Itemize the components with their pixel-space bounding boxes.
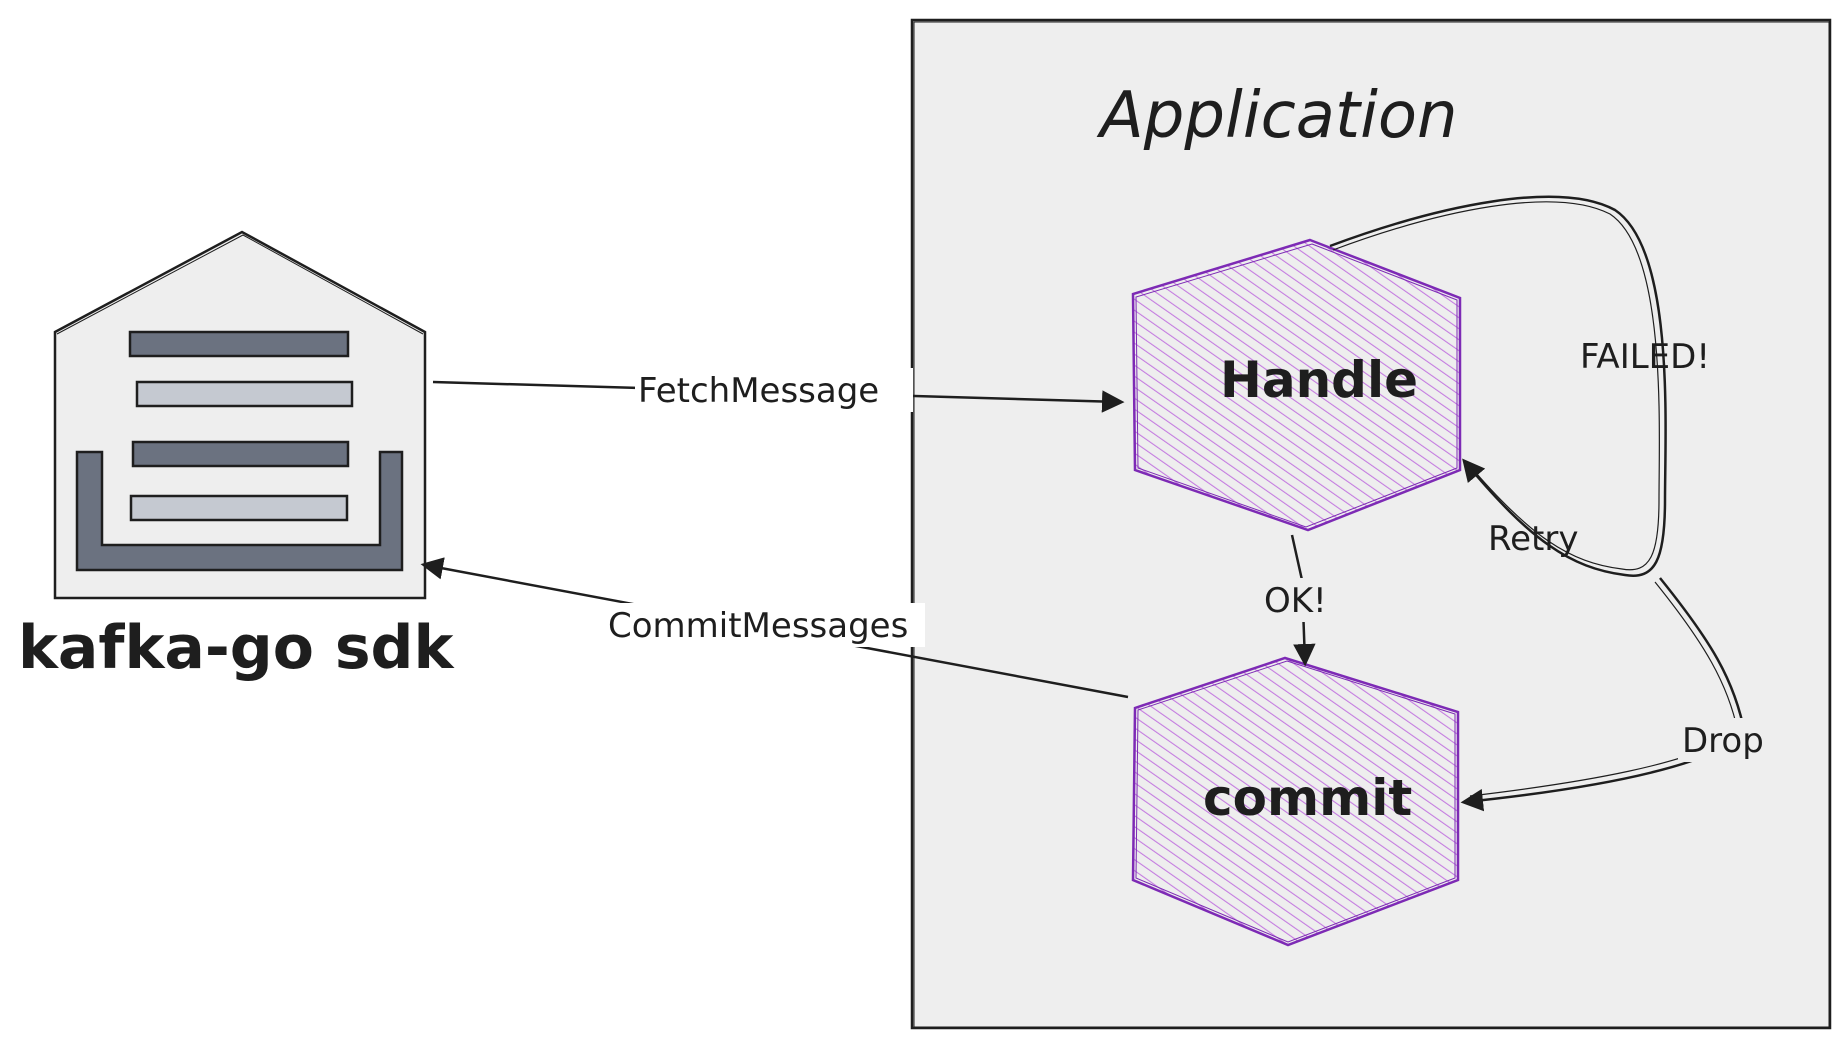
- failed-label: FAILED!: [1580, 337, 1710, 377]
- sdk-label: kafka-go sdk: [18, 613, 456, 683]
- handle-node: [1131, 238, 1462, 532]
- commit-node: [1131, 656, 1460, 947]
- dock-frame: [75, 450, 404, 572]
- ok-label-bg: [1262, 578, 1340, 622]
- warehouse-icon: [53, 230, 427, 600]
- commit-messages-label-bg: [605, 603, 925, 647]
- retry-label: Retry: [1488, 519, 1578, 559]
- shelf-4: [129, 494, 349, 522]
- commit-label: commit: [1203, 769, 1412, 827]
- commit-messages-label: CommitMessages: [608, 606, 908, 646]
- shelf-3: [131, 440, 350, 468]
- handle-label: Handle: [1220, 351, 1418, 409]
- shelf-1: [128, 330, 350, 358]
- drop-label: Drop: [1682, 721, 1764, 761]
- fetch-message-label: FetchMessage: [638, 371, 879, 411]
- ok-label: OK!: [1264, 581, 1327, 621]
- fetch-label-bg: [635, 368, 913, 412]
- drop-label-bg: [1678, 718, 1772, 762]
- failed-loop: [1329, 195, 1667, 577]
- shelf-2: [135, 380, 354, 408]
- application-title: Application: [1096, 79, 1458, 153]
